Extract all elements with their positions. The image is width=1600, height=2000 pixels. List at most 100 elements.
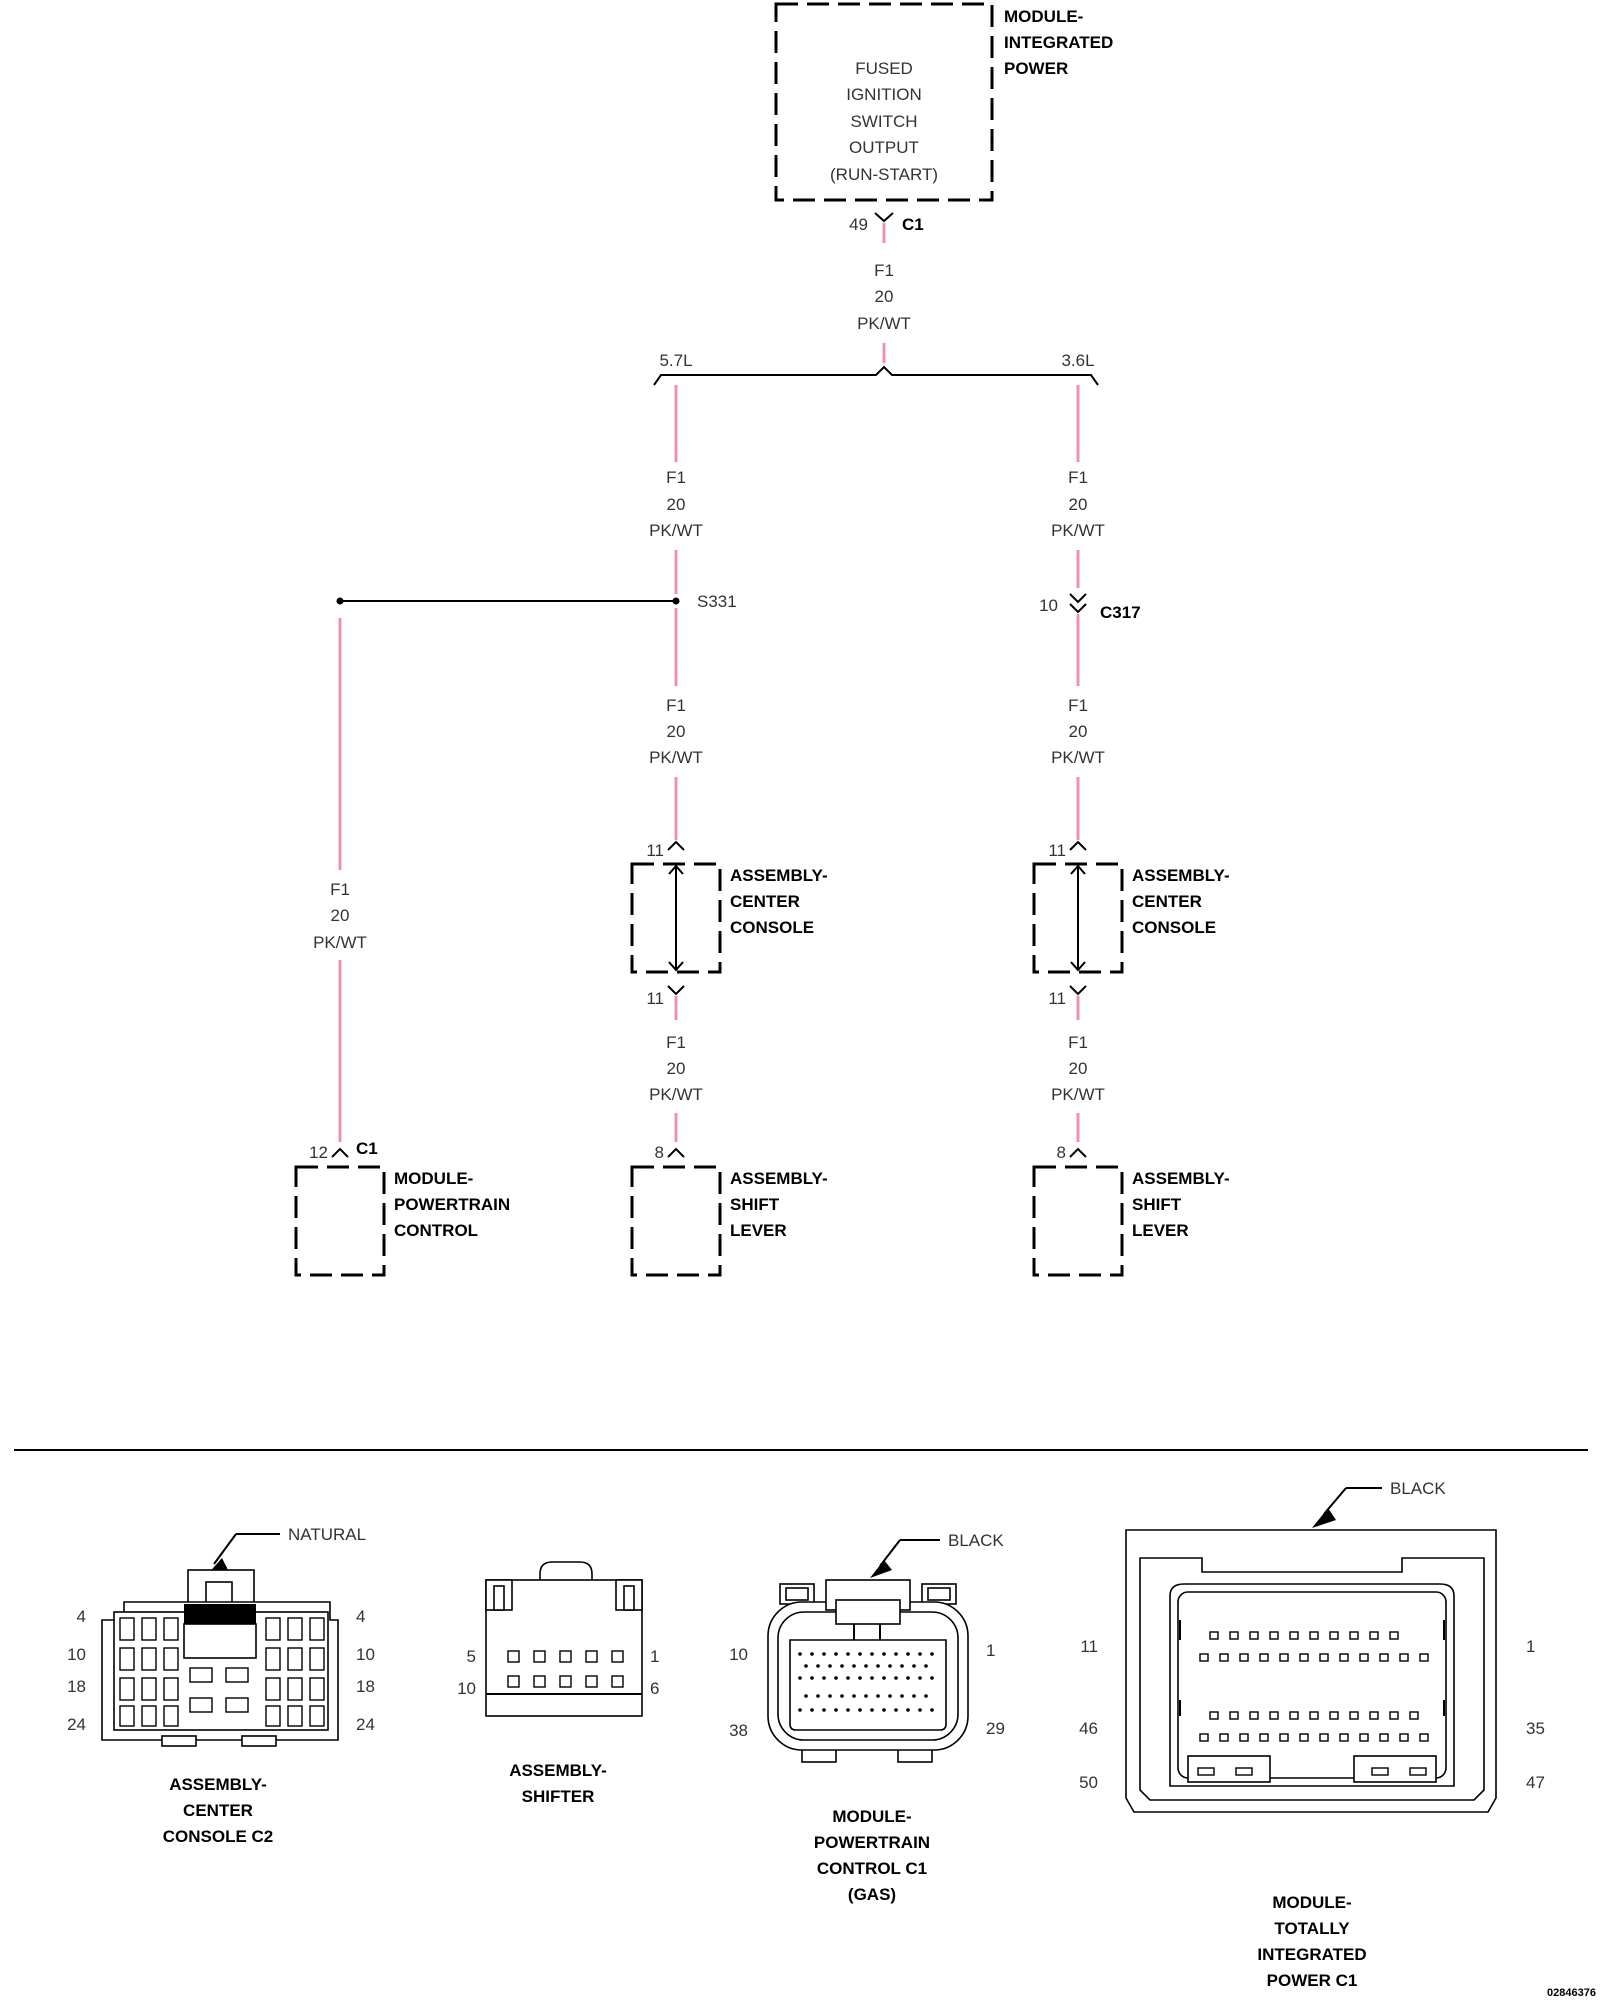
pcmc1-ear-left-inner — [785, 1587, 809, 1601]
branch-label-left: 5.7L — [659, 351, 692, 370]
pcmc1-pin-right-1: 1 — [986, 1641, 995, 1660]
connector-view-powertrain-c1: BLACK 10 38 1 29 MODULE- POWERTRAIN CONT… — [729, 1531, 1005, 1904]
pcmc1-ear-right-inner — [927, 1587, 951, 1601]
cca-label-2: CENTER — [730, 892, 800, 911]
wire-57-color: PK/WT — [649, 521, 703, 540]
wire-cca-circuit: F1 — [666, 696, 686, 715]
wire-pcm-gauge: 20 — [331, 906, 350, 925]
wire-sla-circuit: F1 — [666, 1033, 686, 1052]
connector-view-shifter: 5 10 1 6 ASSEMBLY- SHIFTER — [457, 1561, 659, 1806]
center-console-assembly-a: 11 11 ASSEMBLY- CENTER CONSOLE — [630, 840, 828, 1008]
ccb-pin-out: 11 — [1048, 989, 1066, 1008]
cca-label-1: ASSEMBLY- — [730, 866, 828, 885]
pcm-pin-number: 12 — [309, 1143, 328, 1162]
sla-label-1: ASSEMBLY- — [730, 1169, 828, 1188]
wire-gauge-main: 20 — [875, 287, 894, 306]
cc2-pin-left-2: 10 — [67, 1645, 86, 1664]
shift-lever-assembly-a: 8 ASSEMBLY- SHIFT LEVER — [630, 1143, 828, 1277]
splice-dot-left — [336, 597, 344, 605]
male-terminal-icon — [1069, 1147, 1087, 1158]
cc2-label-3: CONSOLE C2 — [163, 1827, 274, 1846]
pcmc1-latch-inner — [835, 1599, 901, 1625]
cc2-foot-1 — [161, 1735, 197, 1747]
female-terminal-icon — [874, 212, 894, 223]
tipm-pin-left-3: 50 — [1079, 1773, 1098, 1792]
pcm-box — [294, 1165, 386, 1277]
arrow-down-icon — [1070, 961, 1086, 972]
wire-ccb-gauge: 20 — [1069, 722, 1088, 741]
cc2-center-block — [183, 1623, 257, 1659]
tipm-label-1: MODULE- — [1272, 1893, 1351, 1912]
splice-s331: S331 — [336, 592, 737, 611]
ccb-box — [1032, 862, 1124, 974]
shifter-pin-left-1: 5 — [467, 1647, 476, 1666]
integrated-power-box — [774, 2, 994, 202]
sla-label-2: SHIFT — [730, 1195, 780, 1214]
cc2-foot-2 — [241, 1735, 277, 1747]
cca-box — [630, 862, 722, 974]
cc2-pin-left-1: 4 — [77, 1607, 86, 1626]
cc2-pin-right-3: 18 — [356, 1677, 375, 1696]
ccb-label-1: ASSEMBLY- — [1132, 866, 1230, 885]
cc2-label-1: ASSEMBLY- — [169, 1775, 267, 1794]
wire-57-circuit: F1 — [666, 468, 686, 487]
tipm-color-label: BLACK — [1390, 1479, 1446, 1498]
shift-lever-assembly-b: 8 ASSEMBLY- SHIFT LEVER — [1032, 1143, 1230, 1277]
shifter-cavities — [507, 1650, 624, 1688]
arrow-icon — [870, 1560, 892, 1578]
cc2-cavities — [119, 1617, 325, 1727]
integrated-power-inner-3: SWITCH — [850, 112, 917, 131]
connector-view-center-console-c2: NATURAL 4 10 18 24 4 10 18 24 — [67, 1525, 375, 1846]
tipm-pin-right-2: 35 — [1526, 1719, 1545, 1738]
pcmc1-label-1: MODULE- — [832, 1807, 911, 1826]
slb-label-3: LEVER — [1132, 1221, 1189, 1240]
tipm-pin-left-1: 11 — [1080, 1637, 1098, 1656]
connector-view-tipm-c1: BLACK 11 46 50 1 35 47 MODULE- TOTALLY I… — [1079, 1479, 1545, 1990]
wire-cca-color: PK/WT — [649, 748, 703, 767]
tipm-label-2: TOTALLY — [1274, 1919, 1350, 1938]
shifter-ear-right-inner — [623, 1585, 635, 1611]
ccb-label-2: CENTER — [1132, 892, 1202, 911]
shifter-pin-right-2: 6 — [650, 1679, 659, 1698]
integrated-power-inner-1: FUSED — [855, 59, 913, 78]
tipm-cavity-rows — [1199, 1631, 1429, 1742]
cc2-pin-left-3: 18 — [67, 1677, 86, 1696]
inline-connector-c317: 10 C317 — [1039, 593, 1141, 622]
branch-bar — [653, 365, 1099, 386]
ccb-label-3: CONSOLE — [1132, 918, 1216, 937]
pcmc1-label-2: POWERTRAIN — [814, 1833, 930, 1852]
cc2-pin-left-4: 24 — [67, 1715, 86, 1734]
sla-label-3: LEVER — [730, 1221, 787, 1240]
center-console-assembly-b: 11 11 ASSEMBLY- CENTER CONSOLE — [1032, 840, 1230, 1008]
cc2-pin-right-2: 10 — [356, 1645, 375, 1664]
female-terminal-icon — [667, 985, 685, 996]
slb-box — [1032, 1165, 1124, 1277]
wire-ccb-circuit: F1 — [1068, 696, 1088, 715]
pcmc1-pin-left-2: 38 — [729, 1721, 748, 1740]
wire-ccb-color: PK/WT — [1051, 748, 1105, 767]
integrated-power-inner-5: (RUN-START) — [830, 165, 938, 184]
shifter-pin-left-2: 10 — [457, 1679, 476, 1698]
arrow-icon — [1312, 1508, 1336, 1528]
slb-label-2: SHIFT — [1132, 1195, 1182, 1214]
pcmc1-cavity-field — [789, 1639, 947, 1731]
integrated-power-inner-4: OUTPUT — [849, 138, 919, 157]
sla-box — [630, 1165, 722, 1277]
sla-pin-number: 8 — [655, 1143, 664, 1162]
splice-dot-right — [672, 597, 680, 605]
tipm-face-inner — [1177, 1591, 1447, 1779]
wire-slb-gauge: 20 — [1069, 1059, 1088, 1078]
integrated-power-pin-number: 49 — [849, 215, 868, 234]
female-terminal-icon — [1069, 603, 1087, 614]
tipm-pin-left-2: 46 — [1079, 1719, 1098, 1738]
splice-label: S331 — [697, 592, 737, 611]
cca-label-3: CONSOLE — [730, 918, 814, 937]
arrow-up-icon — [1070, 864, 1086, 875]
pcm-connector: C1 — [356, 1139, 378, 1158]
wire-36-gauge: 20 — [1069, 495, 1088, 514]
wire-36-circuit: F1 — [1068, 468, 1088, 487]
wire-pcm-color: PK/WT — [313, 933, 367, 952]
female-terminal-icon — [1069, 985, 1087, 996]
cc2-pin-right-4: 24 — [356, 1715, 375, 1734]
